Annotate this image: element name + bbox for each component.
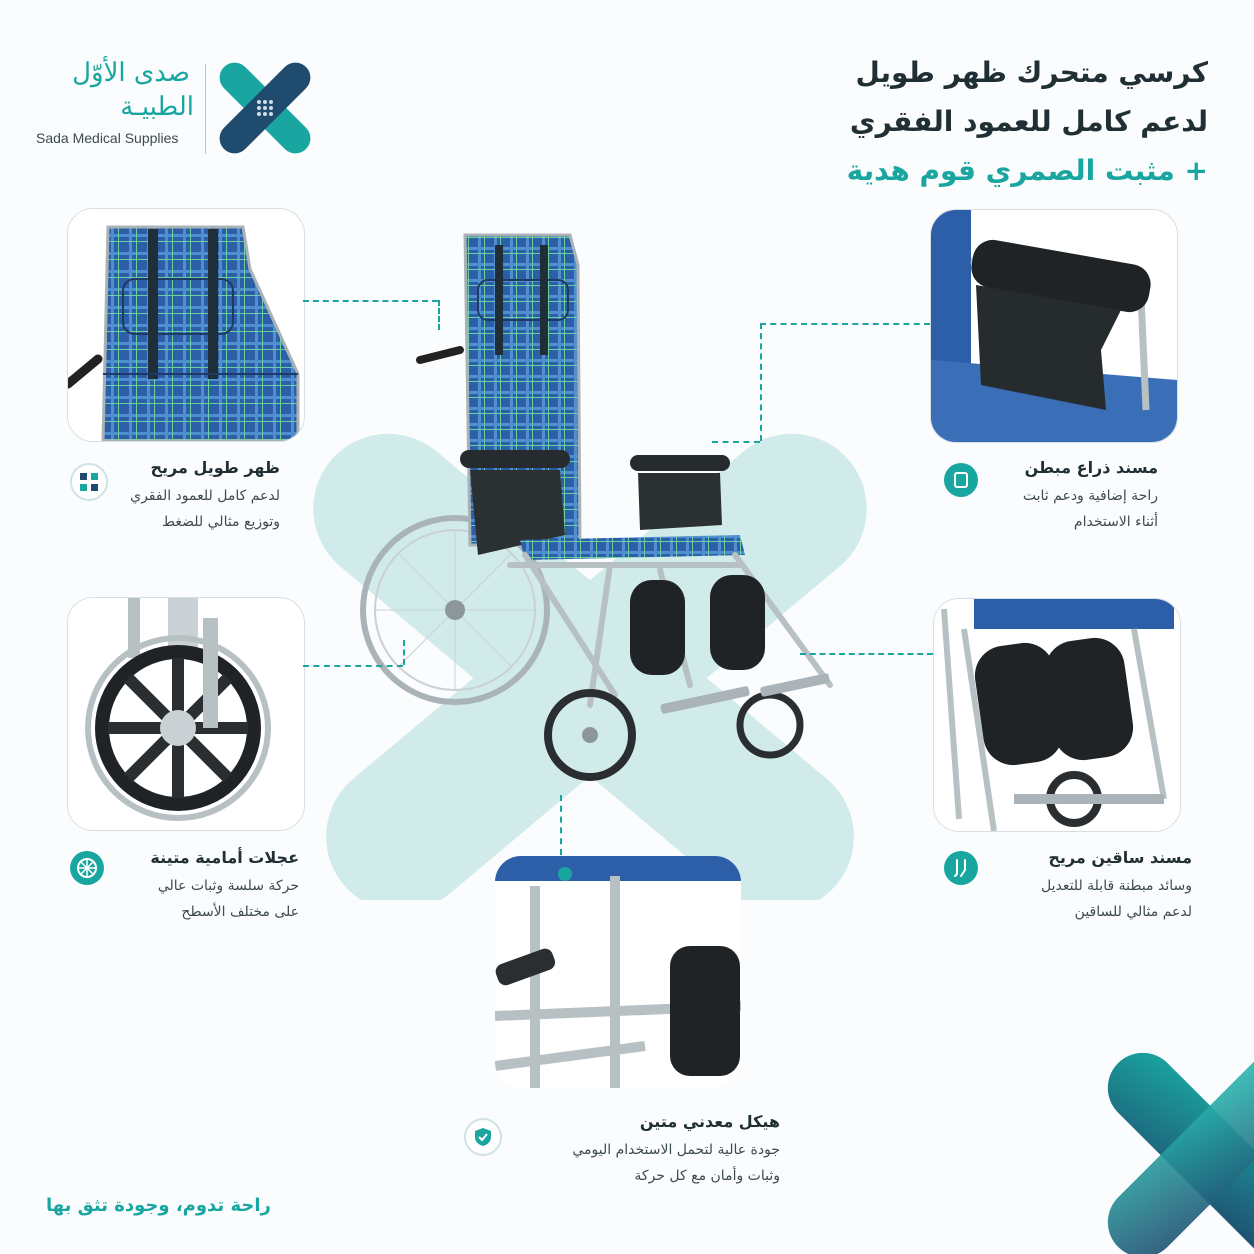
connector-arm-tail bbox=[712, 441, 760, 443]
corner-cross-decoration bbox=[1107, 1052, 1254, 1254]
feature-metal-frame-line1: جودة عالية لتحمل الاستخدام اليومي bbox=[572, 1142, 780, 1158]
connector-back-vertical bbox=[438, 300, 440, 330]
feature-armrest-title: مسند ذراع مبطن bbox=[1024, 458, 1158, 477]
tagline: راحة تدوم، وجودة تثق بها bbox=[46, 1195, 271, 1216]
front-wheel-photo bbox=[68, 598, 304, 830]
connector-wheel bbox=[303, 665, 403, 667]
connector-arm bbox=[760, 323, 930, 325]
connector-wheel-vertical bbox=[403, 640, 405, 665]
leg-rest-icon bbox=[944, 851, 978, 885]
logo-divider bbox=[205, 64, 206, 154]
logo-mark-icon bbox=[219, 62, 311, 154]
brand-name-en: Sada Medical Supplies bbox=[36, 130, 179, 146]
brand-name-ar-line2: الطبيـة bbox=[120, 92, 194, 122]
feature-backrest-line1: لدعم كامل للعمود الفقري bbox=[130, 488, 280, 504]
page-title-line2: لدعم كامل للعمود الفقري bbox=[849, 105, 1208, 138]
feature-leg-rest-title: مسند ساقين مريح bbox=[1048, 848, 1192, 867]
feature-backrest-line2: وتوزيع مثالي للضغط bbox=[162, 514, 280, 530]
feature-leg-rest-line2: لدعم مثالي للساقين bbox=[1074, 904, 1192, 920]
feature-front-wheels-line1: حركة سلسة وثبات عالي bbox=[157, 878, 299, 894]
wheel-icon bbox=[70, 851, 104, 885]
connector-frame bbox=[560, 795, 562, 855]
feature-front-wheels-line2: على مختلف الأسطح bbox=[181, 904, 299, 920]
feature-armrest-line2: أثناء الاستخدام bbox=[1073, 514, 1158, 530]
feature-armrest-line1: راحة إضافية ودعم ثابت bbox=[1022, 488, 1158, 504]
feature-leg-rest: مسند ساقين مريح وسائد مبطنة قابلة للتعدي… bbox=[1041, 848, 1192, 925]
feature-armrest: مسند ذراع مبطن راحة إضافية ودعم ثابت أثن… bbox=[1023, 458, 1158, 535]
connector-leg bbox=[800, 653, 933, 655]
feature-backrest-title: ظهر طويل مريح bbox=[150, 458, 280, 477]
feature-backrest: ظهر طويل مريح لدعم كامل للعمود الفقري وت… bbox=[130, 458, 280, 535]
armrest-photo bbox=[931, 210, 1177, 442]
backrest-photo-card bbox=[67, 208, 305, 442]
connector-arm-vertical bbox=[760, 323, 762, 441]
qr-grid-icon bbox=[70, 463, 108, 501]
armrest-photo-card bbox=[930, 209, 1178, 443]
metal-frame-photo-card bbox=[495, 856, 741, 1088]
front-wheel-photo-card bbox=[67, 597, 305, 831]
feature-metal-frame: هيكل معدني متين جودة عالية لتحمل الاستخد… bbox=[572, 1112, 780, 1189]
feature-front-wheels: عجلات أمامية متينة حركة سلسة وثبات عالي … bbox=[150, 848, 299, 925]
feature-leg-rest-line1: وسائد مبطنة قابلة للتعديل bbox=[1040, 878, 1192, 894]
feature-metal-frame-title: هيكل معدني متين bbox=[639, 1112, 780, 1131]
connector-back bbox=[303, 300, 438, 302]
leg-rest-photo bbox=[934, 599, 1180, 831]
shield-check-icon bbox=[464, 1118, 502, 1156]
brand-name-ar-line1: صدى الأوّل bbox=[72, 58, 190, 88]
backrest-photo bbox=[68, 209, 304, 441]
leg-rest-photo-card bbox=[933, 598, 1181, 832]
feature-front-wheels-title: عجلات أمامية متينة bbox=[150, 848, 299, 867]
metal-frame-photo bbox=[495, 856, 741, 1088]
feature-metal-frame-line2: وثبات وأمان مع كل حركة bbox=[634, 1168, 780, 1184]
wheelchair-product-image bbox=[360, 233, 833, 781]
page-title-gift-line: + مثبت الصمري قوم هدية bbox=[846, 154, 1208, 187]
page-title-line1: كرسي متحرك ظهر طويل bbox=[855, 56, 1208, 89]
tablet-icon bbox=[944, 463, 978, 497]
